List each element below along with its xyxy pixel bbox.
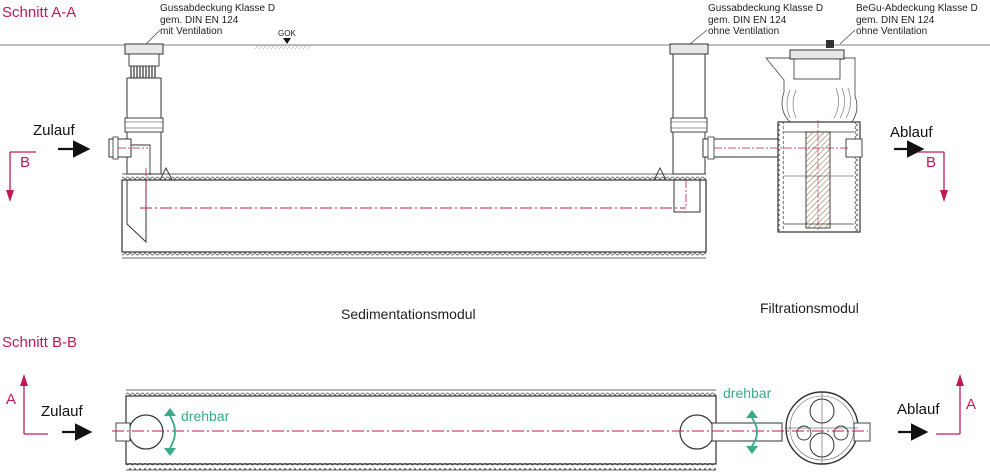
cover-label-inlet-line-1: Gussabdeckung Klasse D [160, 3, 276, 14]
rotation-arrow-inlet [164, 408, 176, 456]
section-marker-a-left [20, 374, 48, 435]
cover-label-filter-line-2: gem. DIN EN 124 [856, 14, 935, 26]
sedimentation-tank-plan [115, 389, 783, 471]
cover-label-outlet-line-2: gem. DIN EN 124 [708, 14, 787, 26]
module-label-filtration: Filtrationsmodul [760, 300, 859, 316]
rotation-arrow-outlet [746, 410, 758, 454]
ground-label: GOK [278, 29, 296, 38]
rotation-label-outlet: drehbar [723, 385, 772, 401]
cover-label-outlet-line-3: ohne Ventilation [708, 26, 780, 37]
filter-module-section [765, 40, 863, 233]
gok-marker [254, 38, 312, 50]
outlet-label-b: Ablauf [897, 401, 940, 418]
cover-label-inlet-line-3: mit Ventilation [160, 26, 223, 37]
cover-label-inlet-line-2: gem. DIN EN 124 [160, 14, 239, 26]
cover-label-outlet-line-1: Gussabdeckung Klasse D [708, 3, 824, 14]
cover-label-inlet: Gussabdeckung Klasse D gem. DIN EN 124 m… [160, 3, 275, 38]
section-marker-b-left [6, 151, 36, 202]
section-letter-a-right: A [966, 396, 977, 413]
cover-label-filter-line-1: BeGu-Abdeckung Klasse D [856, 3, 978, 14]
leader-outlet [689, 29, 708, 45]
leader-inlet [145, 29, 161, 45]
sedimentation-tank-section [121, 166, 707, 259]
filter-module-plan [785, 391, 871, 465]
section-letter-b-left: B [20, 154, 31, 171]
section-title-a: Schnitt A-A [2, 4, 77, 21]
section-title-b: Schnitt B-B [2, 334, 78, 351]
section-letter-a-left: A [6, 391, 17, 408]
inlet-label-a: Zulauf [33, 122, 75, 139]
cover-label-filter-line-3: ohne Ventilation [856, 26, 928, 37]
module-label-sedimentation: Sedimentationsmodul [341, 306, 476, 322]
section-letter-b-right: B [926, 154, 937, 171]
cover-label-filter: BeGu-Abdeckung Klasse D gem. DIN EN 124 … [856, 3, 978, 38]
section-marker-b-right [918, 151, 948, 202]
inlet-shaft [108, 43, 164, 175]
inlet-label-b: Zulauf [41, 403, 83, 420]
leader-filter [839, 29, 856, 45]
section-marker-a-right [936, 374, 964, 435]
rotation-label-inlet: drehbar [181, 408, 230, 424]
outlet-label-a: Ablauf [890, 124, 933, 141]
cover-label-outlet: Gussabdeckung Klasse D gem. DIN EN 124 o… [708, 3, 823, 38]
